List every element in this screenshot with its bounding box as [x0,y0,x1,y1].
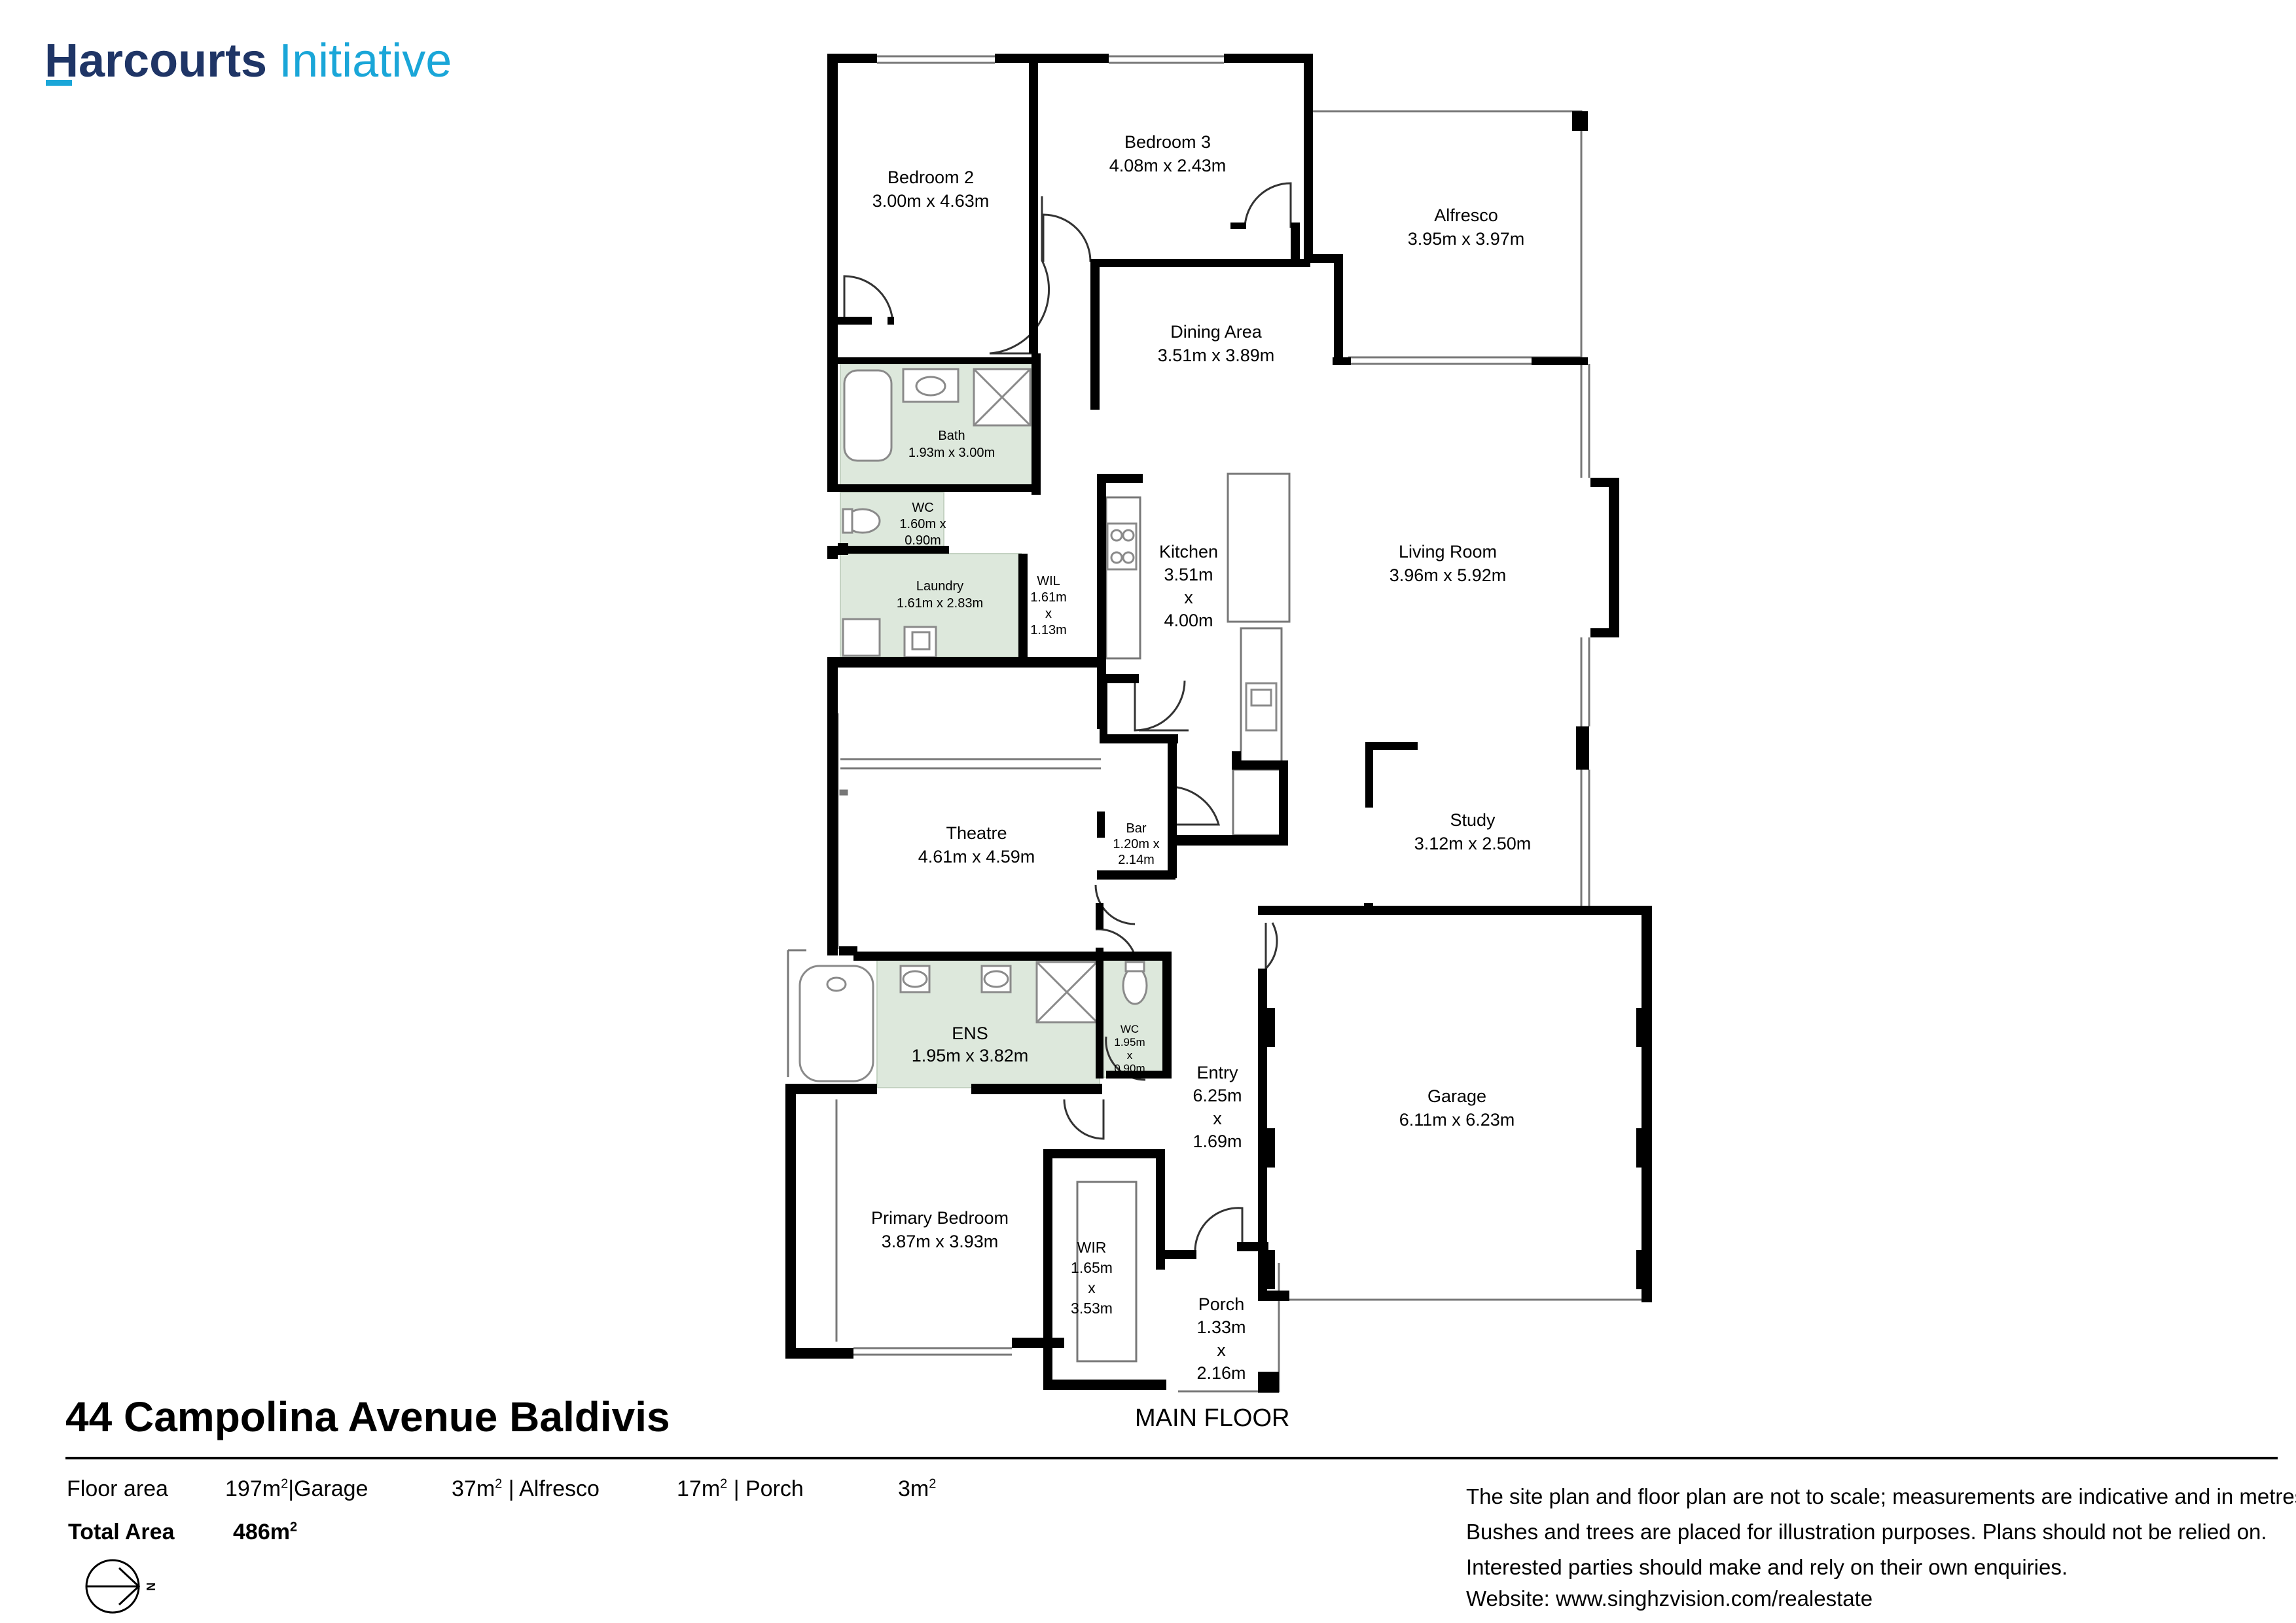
floor-area-value: 197m2|Garage [225,1476,368,1501]
total-area-value: 486m2 [233,1520,298,1544]
floor-area-label: Floor area [67,1476,168,1501]
logo-underline [46,80,72,86]
disclaimer-line-3: Interested parties should make and rely … [1466,1555,2068,1579]
porch-label: | Porch [733,1476,804,1501]
disclaimer-website: Website: www.singhzvision.com/realestate [1466,1586,1873,1611]
disclaimer-line-2: Bushes and trees are placed for illustra… [1466,1520,2267,1544]
fixtures [798,368,1278,1082]
walls [785,54,1652,1393]
garage-label: |Garage [288,1476,368,1501]
property-address: 44 Campolina Avenue Baldivis [65,1393,670,1440]
brand-name-light: Initiative [279,35,452,87]
divider [65,1457,2278,1459]
porch-value: 3m2 [898,1476,937,1501]
door-swings [843,182,1292,1251]
compass-icon [85,1559,141,1614]
brand-name-bold: Harcourts [45,35,268,87]
garage-value: 37m2 | Alfresco [452,1476,600,1501]
disclaimer-line-1: The site plan and floor plan are not to … [1466,1484,2296,1508]
floor-title: MAIN FLOOR [1135,1404,1290,1432]
alfresco-value: 17m2 | Porch [677,1476,804,1501]
compass-letter: N [144,1582,157,1591]
total-area-label: Total Area [68,1520,175,1544]
thin-lines [787,55,1648,1393]
alfresco-label: | Alfresco [508,1476,600,1501]
